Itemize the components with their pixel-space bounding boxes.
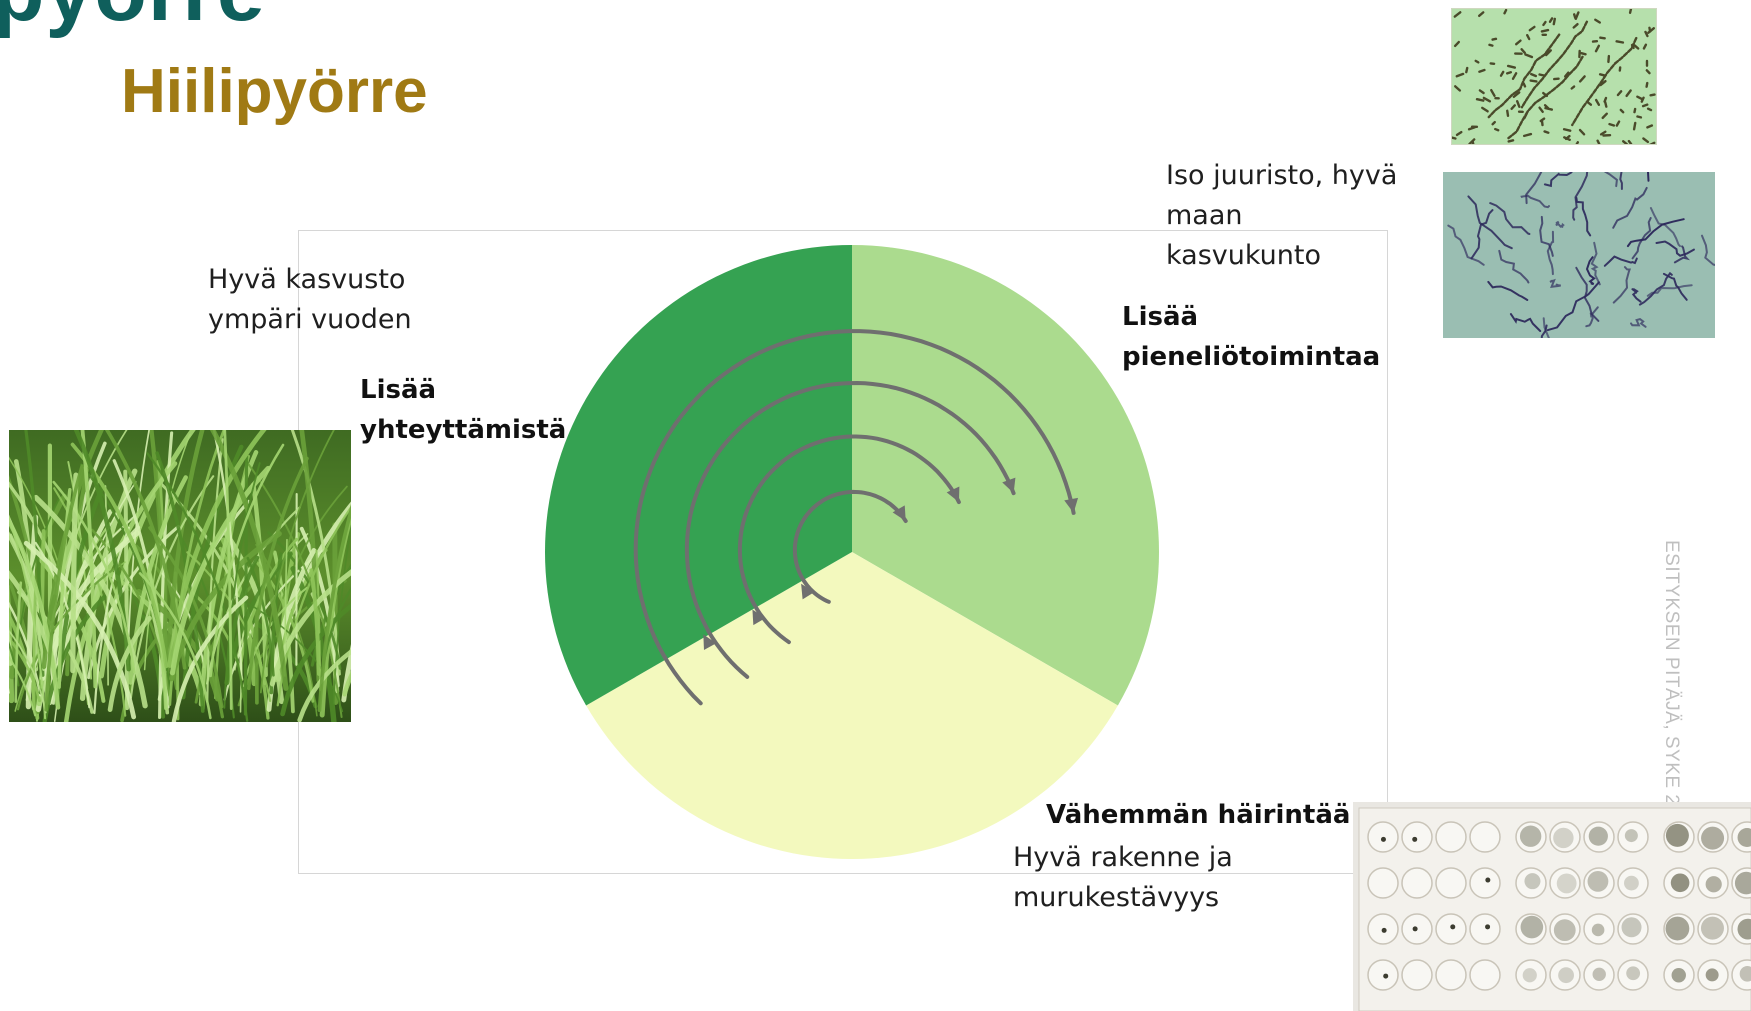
spiral-loop-4 [633, 329, 1076, 706]
label-microbes: Lisää pieneliötoimintaa [1122, 302, 1381, 372]
spiral-loop-3 [684, 380, 1016, 679]
spiral-loop-1 [792, 489, 908, 604]
spiral-arrowhead-3 [1002, 477, 1016, 494]
section-title-cut: pyörre [0, 0, 266, 41]
label-disturbance: Vähemmän häirintää [1046, 800, 1351, 830]
spiral-loop-2 [737, 434, 961, 645]
soil-sample-well-plates [1353, 802, 1751, 1011]
spiral-arrowhead-4 [1064, 497, 1079, 513]
annotation-structure: Hyvä rakenne ja murukestävyys [1013, 842, 1233, 913]
grass-photo [9, 430, 351, 722]
fungal-hyphae-micrograph [1443, 172, 1715, 338]
slide-title: Hiilipyörre [121, 57, 428, 126]
spiral-inner-arrow-1 [801, 583, 815, 600]
side-footer: ESITYKSEN PITÄJÄ, SYKE 29. [1661, 540, 1682, 823]
spiral-inner-arrow-3 [703, 634, 717, 651]
label-photosynthesis: Lisää yhteyttämistä [360, 375, 567, 445]
spiral-arrowhead-2 [946, 486, 960, 503]
spiral-arrowhead-1 [892, 505, 906, 521]
spiral-inner-arrow-2 [752, 609, 766, 626]
sector-photosynthesis [545, 245, 852, 706]
sector-disturbance [586, 552, 1118, 859]
annotation-vegetation: Hyvä kasvusto ympäri vuoden [208, 264, 412, 335]
bacteria-micrograph [1451, 8, 1657, 145]
annotation-roots: Iso juuristo, hyvä maan kasvukunto [1166, 160, 1398, 271]
